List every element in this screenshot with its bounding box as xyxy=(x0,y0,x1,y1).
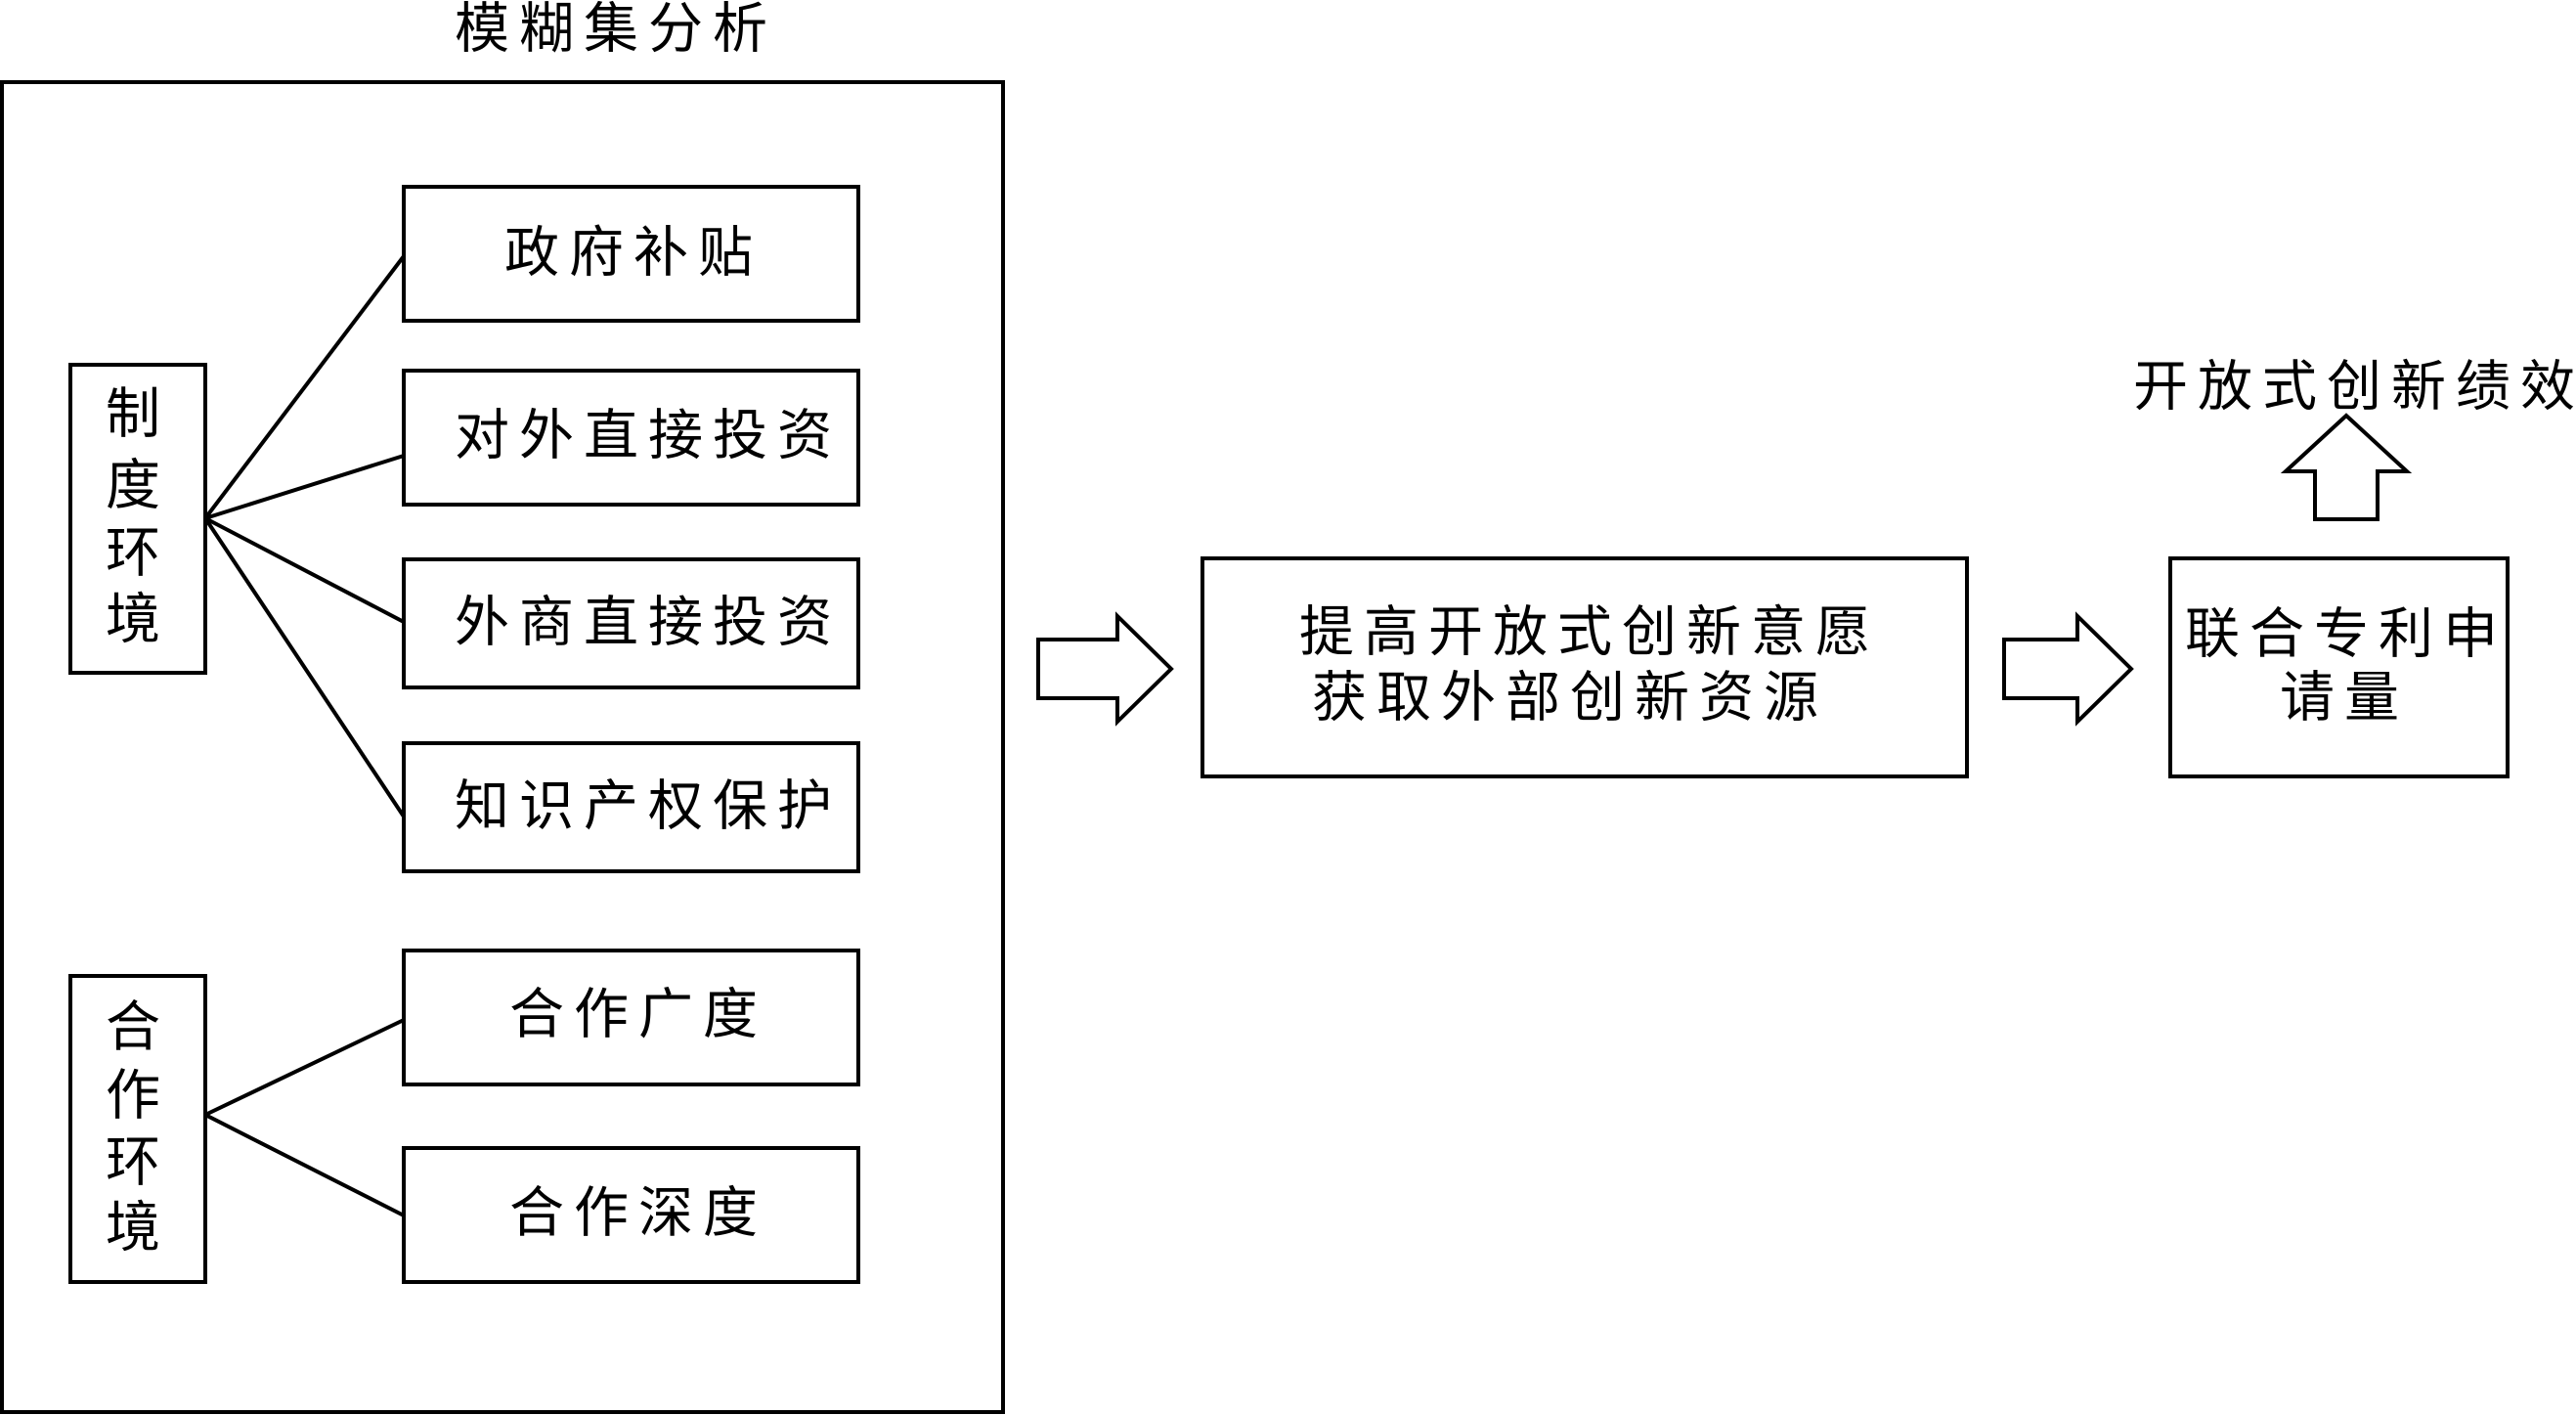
connector-fdi xyxy=(204,516,405,624)
institutional-connectors xyxy=(203,254,406,818)
mechanism-box xyxy=(1201,556,1969,778)
outcome-line-2: 请量 xyxy=(2280,667,2409,730)
cooperation-env-char-1: 合 xyxy=(106,996,170,1060)
cooperation-connectors xyxy=(204,1018,405,1217)
factor-ip-protection: 知识产权保护 xyxy=(455,775,842,839)
cooperation-env-label: 合 作 环 境 xyxy=(106,996,170,1260)
factor-box-ofdi xyxy=(402,369,860,507)
factor-gov-subsidy: 政府补贴 xyxy=(504,222,763,286)
institutional-env-char-2: 度 xyxy=(106,455,170,518)
cooperation-env-box xyxy=(68,974,207,1284)
right-arrow-icon xyxy=(2002,611,2134,727)
institutional-env-char-3: 环 xyxy=(106,522,170,586)
institutional-env-label: 制 度 环 境 xyxy=(106,383,170,652)
outcome-box xyxy=(2168,556,2510,778)
factor-ofdi: 对外直接投资 xyxy=(455,405,842,468)
factor-box-ip-protection xyxy=(402,741,860,873)
cooperation-env-char-3: 环 xyxy=(106,1131,170,1195)
outcome-line-1: 联合专利申 xyxy=(2185,603,2508,667)
mechanism-line-1: 提高开放式创新意愿 xyxy=(1299,601,1880,665)
connector-coop-breadth xyxy=(204,1018,405,1117)
connector-ofdi xyxy=(204,454,405,520)
factor-fdi: 外商直接投资 xyxy=(455,592,842,655)
institutional-env-char-1: 制 xyxy=(106,383,170,447)
institutional-env-box xyxy=(68,363,207,675)
factor-box-fdi xyxy=(402,557,860,689)
institutional-env-char-4: 境 xyxy=(106,589,170,652)
group-title: 模糊集分析 xyxy=(455,0,777,62)
factor-coop-breadth: 合作广度 xyxy=(509,984,767,1047)
performance-label: 开放式创新绩效 xyxy=(2133,356,2576,420)
right-arrow-icon xyxy=(1036,611,1174,727)
factor-coop-depth: 合作深度 xyxy=(509,1182,767,1246)
connector-ip-protection xyxy=(203,516,406,818)
up-arrow-icon xyxy=(2280,413,2413,521)
factor-box-gov-subsidy xyxy=(402,185,860,323)
cooperation-env-char-4: 境 xyxy=(106,1197,170,1260)
connector-gov-subsidy xyxy=(203,254,406,520)
mechanism-line-2: 获取外部创新资源 xyxy=(1312,667,1828,730)
connector-coop-depth xyxy=(204,1113,405,1217)
factor-box-coop-breadth xyxy=(402,949,860,1086)
cooperation-env-char-2: 作 xyxy=(106,1065,170,1128)
factor-box-coop-depth xyxy=(402,1146,860,1284)
